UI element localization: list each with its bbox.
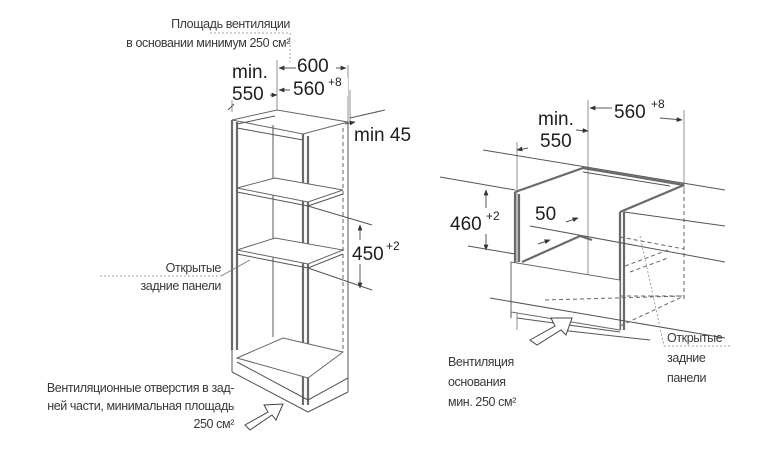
cabinet-inner-top [236, 127, 304, 141]
airflow-arrow-icon [529, 317, 573, 346]
dimension-550-arrow [575, 128, 589, 133]
base-vent-label-line2: основания [448, 375, 506, 389]
dim-550: 550 [540, 131, 572, 152]
dim-50-arrow [565, 217, 579, 223]
rear-dashed [544, 295, 685, 301]
left-cabinet-diagram: Площадь вентиляции в основании минимум 2… [47, 17, 411, 431]
dim-550: 550 [232, 84, 264, 105]
min45-arrow [344, 120, 356, 126]
dimension-550-arrow [227, 103, 235, 111]
rear-dashed [619, 295, 685, 327]
leader-line [220, 259, 251, 277]
open-rear-label-line1: Открытые [166, 261, 222, 275]
cabinet-inner-top [236, 115, 276, 125]
dim-560: 560 [614, 102, 646, 123]
rear-gap-line [529, 225, 726, 263]
airflow-arrow-icon [244, 403, 284, 431]
niche-top-edge [514, 166, 685, 194]
niche-top-line [307, 205, 373, 226]
shelf-2-edge [236, 253, 309, 269]
niche-right-top [619, 183, 685, 214]
rear-vent-label-line3: 250 см² [193, 417, 234, 431]
rear-vent-label-line1: Вентиляционные отверстия в зад- [47, 381, 234, 395]
open-rear-label-line2: задние панели [140, 279, 221, 293]
rail-right [629, 257, 669, 273]
plinth-line [559, 329, 651, 341]
rail-right [624, 249, 669, 267]
cabinet-bottom [235, 337, 345, 379]
niche-bottom-line [307, 267, 373, 291]
leader-line [639, 235, 665, 347]
ventilation-top-label-line1: Площадь вентиляции [171, 17, 290, 31]
niche-top-inner [582, 171, 671, 187]
open-rear-label-line3: панели [667, 371, 706, 385]
worktop-back-line [482, 149, 726, 191]
plinth-bottom [231, 371, 309, 413]
dim-min-label: min. [538, 109, 574, 130]
dimension-560-line [659, 117, 683, 122]
dim-460-tolerance: +2 [486, 209, 500, 223]
dim-50-arrow [537, 239, 551, 245]
worktop-front-line [439, 176, 516, 191]
dim-560-tolerance: +8 [651, 97, 665, 111]
dim-50: 50 [535, 204, 556, 225]
min45-leader [349, 109, 386, 119]
rear-vent-label-line2: ней части, минимальная площадь [47, 399, 234, 413]
dim-450-tolerance: +2 [386, 239, 400, 253]
open-rear-label-line1: Открытые [667, 331, 723, 345]
counter-right-line [623, 211, 726, 227]
floor-line [489, 297, 726, 339]
dim-min-label: min. [232, 62, 268, 83]
shelf-2-edge [307, 253, 344, 269]
open-rear-label-line2: задние [667, 351, 706, 365]
base-vent-label-line3: мин. 250 см² [448, 395, 516, 409]
dimension-550-arrow [516, 146, 529, 152]
dim-560: 560 [293, 79, 325, 100]
oven-front [510, 261, 621, 331]
shelf-1 [236, 177, 344, 203]
plinth-top [307, 377, 349, 401]
plinth-top [236, 361, 309, 401]
dim-min-45: min 45 [354, 125, 411, 146]
rear-dashed [619, 236, 685, 250]
shelf-2 [236, 237, 345, 265]
shelf-1-edge [307, 193, 344, 207]
plinth-bottom [307, 391, 349, 413]
niche-bottom-ref [467, 245, 516, 255]
dim-460: 460 [450, 214, 482, 235]
dim-600: 600 [297, 56, 329, 77]
right-undercounter-diagram: min. 550 560 +8 460 +2 50 [439, 97, 730, 409]
dim-450: 450 [352, 244, 384, 265]
rail-left [521, 234, 593, 264]
ventilation-top-label-line2: в основании минимум 250 см² [126, 36, 290, 50]
dim-560-tolerance: +8 [328, 75, 342, 89]
base-vent-label-line1: Вентиляция [448, 355, 514, 369]
shelf-1-edge [236, 191, 309, 207]
